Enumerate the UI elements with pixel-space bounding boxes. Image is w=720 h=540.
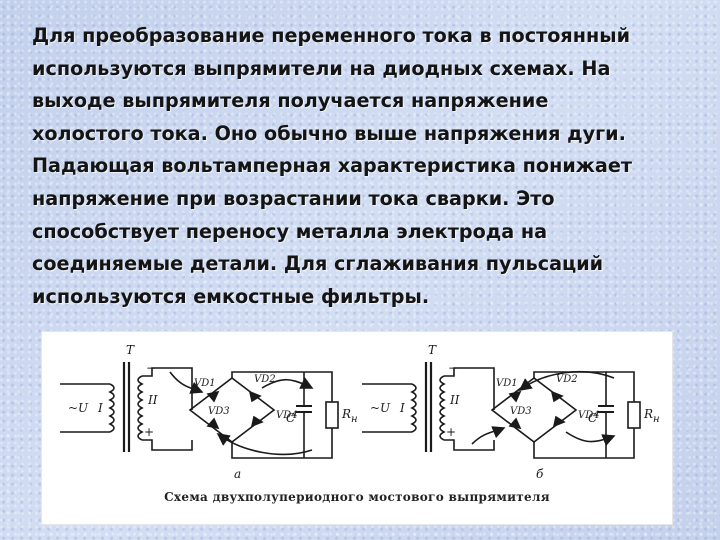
label-load-sub-a: н (351, 414, 358, 425)
label-cap-a: C (286, 411, 295, 425)
label-load-a: R (341, 407, 351, 421)
primary-coil-b (410, 383, 417, 433)
label-secondary-b: II (449, 393, 460, 407)
output-rail-bottom-b (533, 442, 635, 459)
label-load-b: R (643, 407, 653, 421)
diode-vd4-b (552, 415, 566, 428)
output-rail-bottom (231, 442, 333, 459)
secondary-coil (137, 375, 144, 441)
load-resistor (325, 401, 339, 429)
circuit-a (60, 362, 339, 459)
rectifier-figure: ~U I T II − + VD1 VD2 VD3 VD4 C R н а (42, 332, 672, 524)
label-sub-a: а (234, 467, 241, 481)
label-minus-b: − (448, 361, 458, 375)
label-source-a: ~U (68, 401, 89, 415)
label-cap-b: C (588, 411, 597, 425)
text-line-4: холостого тока. Оно обычно выше напряжен… (32, 121, 626, 145)
current-arrow-b-2 (565, 431, 616, 447)
current-arrow-b-1 (471, 426, 506, 445)
label-vd2-b: VD2 (556, 374, 578, 385)
diode-vd1 (206, 390, 220, 403)
label-vd3-a: VD3 (208, 406, 230, 417)
label-secondary-a: II (147, 393, 158, 407)
circuit-b (362, 362, 641, 459)
secondary-lead-top-b (444, 367, 495, 380)
label-vd4-b: VD4 (578, 410, 600, 421)
text-line-6: напряжение при возрастании тока сварки. … (32, 186, 555, 210)
text-line-5: Падающая вольтамперная характеристика по… (32, 154, 632, 178)
secondary-lead-bottom-b (444, 439, 495, 451)
label-vd1-b: VD1 (496, 378, 518, 389)
text-line-9: используются емкостные фильтры. (32, 284, 430, 308)
current-arrow-1 (169, 371, 204, 394)
label-load-sub-b: н (653, 414, 660, 425)
diode-vd1-b (508, 390, 522, 403)
text-line-7: способствует переносу металла электрода … (32, 219, 548, 243)
diode-vd3 (206, 417, 220, 430)
text-line-3: выходе выпрямителя получается напряжение (32, 89, 549, 113)
label-vd4-a: VD4 (276, 410, 298, 421)
label-plus-a: + (144, 425, 154, 439)
diode-vd4 (250, 415, 264, 428)
label-primary-a: I (97, 401, 103, 415)
label-plus-b: + (446, 425, 456, 439)
label-transformer-b: T (428, 343, 437, 357)
label-vd3-b: VD3 (510, 406, 532, 417)
text-line-2: используются выпрямители на диодных схем… (32, 56, 611, 80)
output-rail-top (231, 371, 333, 384)
circuit-a-labels: ~U I T II − + VD1 VD2 VD3 VD4 C R н а (68, 343, 358, 481)
secondary-lead-bottom (142, 439, 193, 451)
circuit-b-labels: ~U I T II − + VD1 VD2 VD3 VD4 C R н б (370, 343, 660, 481)
label-primary-b: I (399, 401, 405, 415)
label-sub-b: б (536, 467, 544, 481)
primary-coil (108, 383, 115, 433)
rectifier-diagram: ~U I T II − + VD1 VD2 VD3 VD4 C R н а (60, 343, 660, 481)
text-line-8: соединяемые детали. Для сглаживания пуль… (32, 252, 604, 276)
output-rail-top-b (533, 371, 635, 384)
secondary-coil-b (439, 375, 446, 441)
diode-vd2-b (550, 390, 564, 403)
label-vd2-a: VD2 (254, 374, 276, 385)
diode-vd3-b (508, 417, 522, 430)
secondary-lead-top (142, 367, 193, 380)
diode-vd2 (248, 390, 262, 403)
label-transformer-a: T (126, 343, 135, 357)
figure-caption: Схема двухполупериодного мостового выпря… (164, 490, 550, 504)
current-arrow-2 (261, 377, 314, 389)
label-source-b: ~U (370, 401, 391, 415)
text-line-1: Для преобразование переменного тока в по… (32, 24, 631, 47)
slide-text: Для преобразование переменного тока в по… (32, 20, 704, 313)
current-arrow-3 (216, 433, 313, 456)
label-vd1-a: VD1 (194, 378, 216, 389)
current-arrow-b-3 (518, 370, 615, 391)
load-resistor-b (627, 401, 641, 429)
label-minus-a: − (146, 361, 156, 375)
